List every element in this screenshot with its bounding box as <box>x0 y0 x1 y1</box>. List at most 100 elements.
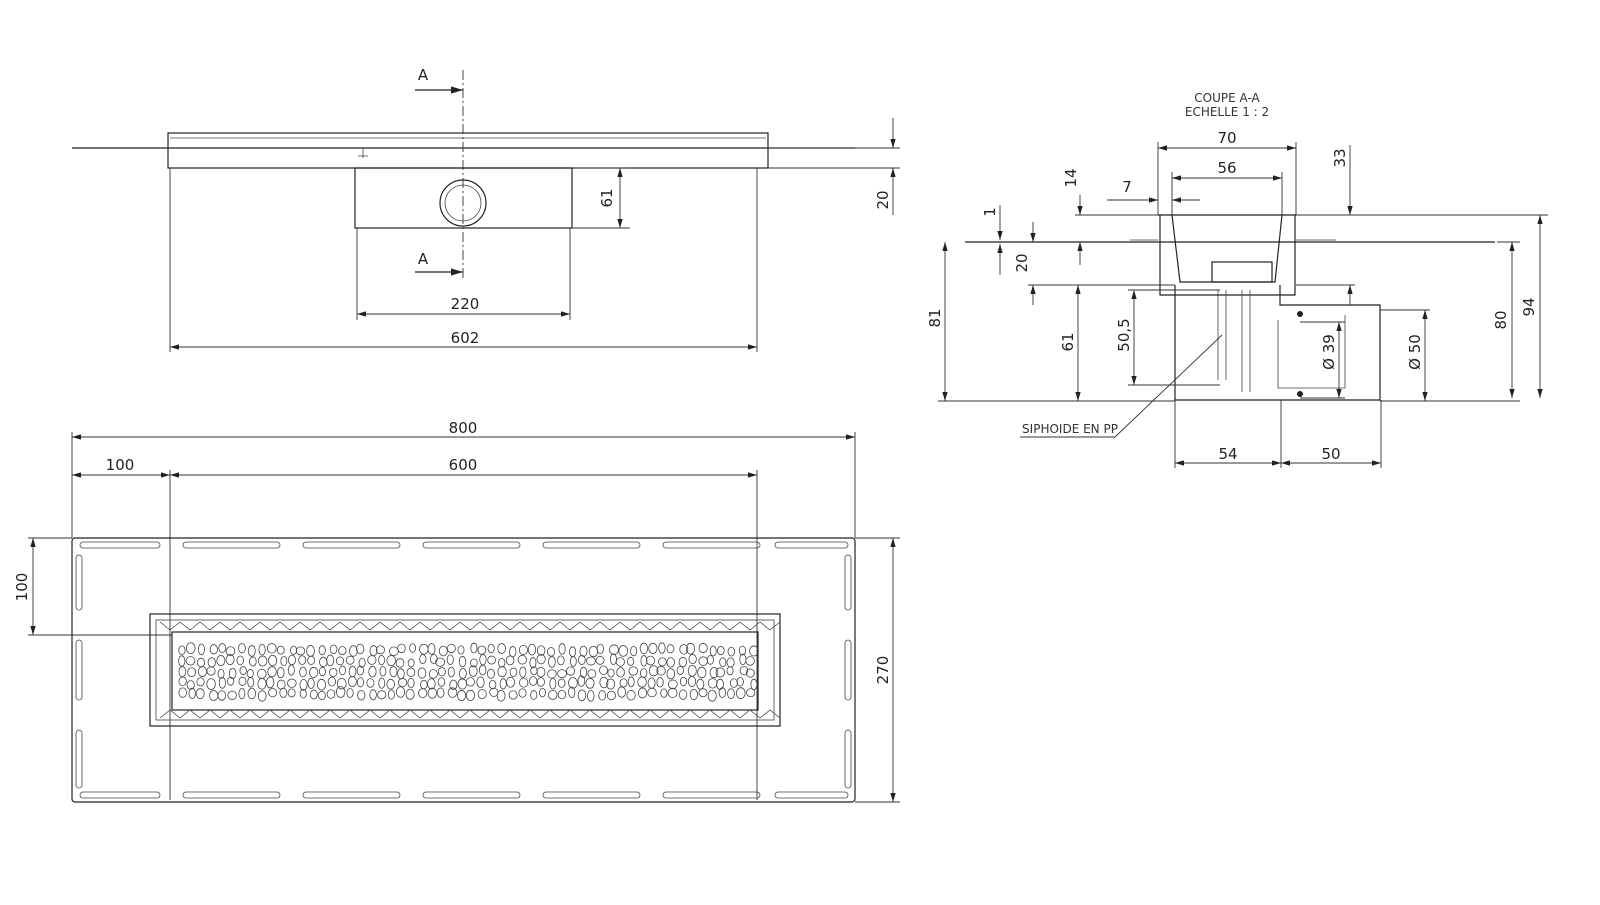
pebble-hole <box>487 643 495 654</box>
pebble-hole <box>530 690 538 700</box>
pebble-hole <box>417 667 427 679</box>
pebble-hole <box>239 666 247 675</box>
section-view: COUPE A-A ECHELLE 1 : 2 70 56 7 14 33 1 … <box>926 91 1548 468</box>
pebble-hole <box>356 665 364 676</box>
pebble-hole <box>640 655 648 667</box>
pebble-hole <box>225 654 235 666</box>
pebble-hole <box>428 669 438 679</box>
pebble-hole <box>616 667 625 678</box>
pebble-hole <box>678 656 687 668</box>
pebble-hole <box>306 645 315 657</box>
pebble-hole <box>178 687 187 698</box>
dim-81: 81 <box>926 308 944 327</box>
pebble-hole <box>238 676 247 686</box>
pebble-hole <box>378 655 385 666</box>
pebble-hole <box>739 653 747 666</box>
pebble-hole <box>187 667 197 678</box>
callout-siphon: SIPHOIDE EN PP <box>1022 422 1118 436</box>
dim-56: 56 <box>1217 159 1236 177</box>
pebble-hole <box>736 677 744 687</box>
pebble-hole <box>357 690 366 701</box>
pebble-hole <box>446 643 456 654</box>
pebble-hole <box>386 655 396 666</box>
pebble-hole <box>468 665 478 677</box>
pebble-hole <box>396 686 406 698</box>
pebble-hole <box>336 677 347 690</box>
screw-icon <box>358 148 368 158</box>
pebble-hole <box>267 666 277 678</box>
pebble-hole <box>519 666 527 678</box>
slot <box>182 791 281 799</box>
pebble-hole <box>457 690 467 701</box>
pebble-hole <box>505 655 515 666</box>
pebble-hole <box>397 643 406 654</box>
pebble-hole <box>326 654 335 667</box>
frame-triangles <box>159 621 781 719</box>
pebble-hole <box>509 646 517 658</box>
pebble-hole <box>218 643 227 654</box>
pebble-hole <box>568 686 576 699</box>
pebble-hole <box>227 690 237 700</box>
pebble-hole <box>615 657 625 667</box>
pebble-hole <box>667 679 678 690</box>
pebble-hole <box>447 666 455 678</box>
pebble-hole <box>287 664 295 676</box>
pebble-hole <box>696 678 705 690</box>
pebble-hole <box>718 687 727 698</box>
pebble-hole <box>257 678 267 690</box>
pebble-hole <box>536 666 546 678</box>
pebble-hole <box>499 678 507 690</box>
slot <box>75 729 83 789</box>
pebble-hole <box>207 657 216 668</box>
pebble-hole <box>246 669 254 679</box>
dim-20-section: 20 <box>1013 253 1031 272</box>
pebble-hole <box>618 645 629 657</box>
pebble-hole <box>470 658 478 668</box>
pebble-hole <box>449 679 458 690</box>
pebble-hole <box>577 689 587 702</box>
mounting-plate <box>71 537 856 803</box>
pebble-hole <box>645 655 656 666</box>
pebble-hole <box>568 677 578 689</box>
pebble-hole <box>420 679 428 690</box>
pebble-hole <box>598 690 606 701</box>
pebble-hole <box>228 667 237 680</box>
pebble-hole <box>719 657 727 668</box>
dim-54: 54 <box>1218 445 1237 463</box>
pebble-hole <box>716 678 724 690</box>
pebble-hole <box>726 666 734 676</box>
slot <box>774 541 849 549</box>
pebble-hole <box>698 688 708 698</box>
pebble-hole <box>536 645 546 656</box>
dim-1: 1 <box>981 207 999 217</box>
pebble-hole <box>678 689 688 700</box>
slot <box>844 554 852 611</box>
pebble-hole <box>196 677 205 687</box>
pebble-hole <box>676 665 684 675</box>
pebble-hole <box>585 677 595 689</box>
plan-view: 800 100 600 100 270 <box>13 419 900 803</box>
pebble-hole <box>217 690 227 701</box>
slot <box>79 791 161 799</box>
dim-94: 94 <box>1520 297 1538 316</box>
section-label-top: A <box>418 66 429 84</box>
pebble-hole <box>698 643 708 654</box>
dim-270: 270 <box>874 656 892 685</box>
dim-220: 220 <box>451 295 480 313</box>
pebble-hole <box>606 678 616 690</box>
pebble-hole <box>257 690 267 702</box>
pebble-hole <box>329 644 338 655</box>
pebble-hole <box>707 689 717 702</box>
pebble-hole <box>457 678 468 690</box>
pebble-hole <box>195 688 205 700</box>
pebble-hole <box>379 666 387 677</box>
dim-33: 33 <box>1331 148 1349 167</box>
slot <box>422 791 521 799</box>
pebble-hole <box>238 643 246 654</box>
pebble-hole <box>470 642 478 654</box>
pebble-hole <box>557 655 565 666</box>
pebble-hole <box>587 690 595 702</box>
pebble-hole <box>206 666 216 676</box>
pebble-hole <box>178 666 187 678</box>
